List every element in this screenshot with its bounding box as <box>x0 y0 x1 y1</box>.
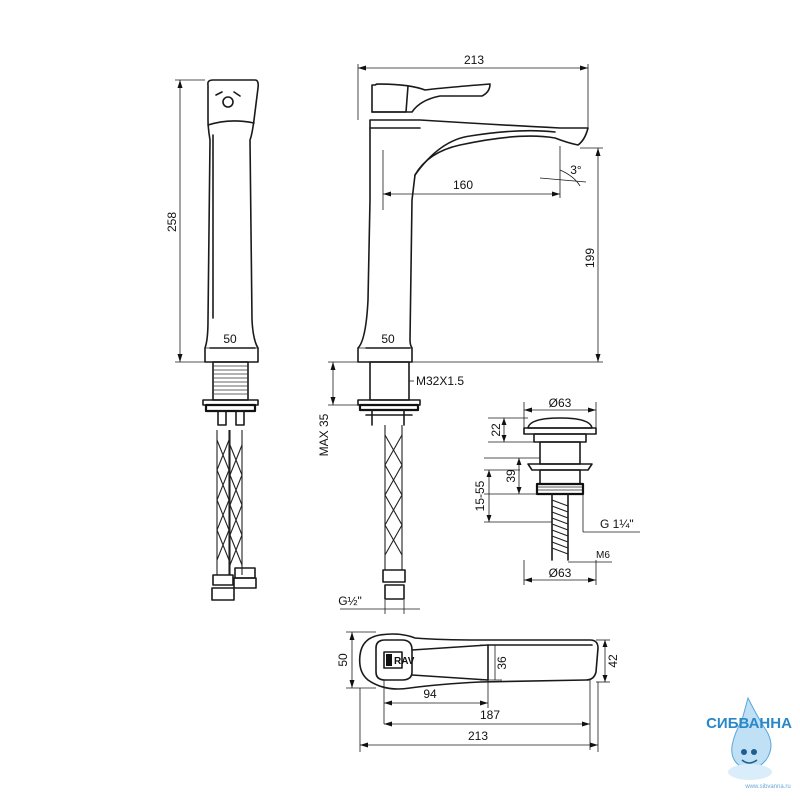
dim-max-thickness: MAX 35 <box>317 413 331 456</box>
dim-top-depth: 50 <box>336 653 350 667</box>
dim-top-spout-depth: 42 <box>606 654 620 668</box>
dim-spout-angle: 3° <box>570 163 582 177</box>
waste-drain <box>484 402 640 585</box>
dim-thread: M32X1.5 <box>416 374 464 388</box>
dim-hose-thread: G½" <box>338 594 362 608</box>
svg-text:RAV: RAV <box>394 656 415 667</box>
side-view <box>175 79 259 601</box>
brand-logo: СИБВАННА www.sibvanna.ru <box>706 696 792 790</box>
dim-front-height: 199 <box>583 248 597 268</box>
dim-waste-bottom-diameter: Ø63 <box>549 566 572 580</box>
dim-top-handle-depth: 36 <box>495 656 509 670</box>
brand-url: www.sibvanna.ru <box>744 784 790 790</box>
front-view <box>328 64 603 614</box>
dim-top-length-94: 94 <box>423 687 437 701</box>
dim-side-base-width: 50 <box>223 332 237 346</box>
dim-front-base-width: 50 <box>381 332 395 346</box>
dim-waste-thread: G 1¼" <box>600 517 634 531</box>
dim-waste-cap-height: 22 <box>489 423 503 437</box>
brand-name: СИБВАННА <box>706 715 792 732</box>
dim-top-length-213: 213 <box>468 729 488 743</box>
dim-waste-screw: M6 <box>596 550 610 561</box>
dim-front-width: 213 <box>464 53 484 67</box>
dim-top-length-187: 187 <box>480 708 500 722</box>
top-view: RAV <box>346 631 610 752</box>
dim-side-height: 258 <box>165 212 179 232</box>
dim-waste-range: 15-55 <box>473 480 487 511</box>
dim-waste-body-height: 39 <box>504 469 518 483</box>
dim-waste-top-diameter: Ø63 <box>549 396 572 410</box>
dim-spout-reach: 160 <box>453 178 473 192</box>
